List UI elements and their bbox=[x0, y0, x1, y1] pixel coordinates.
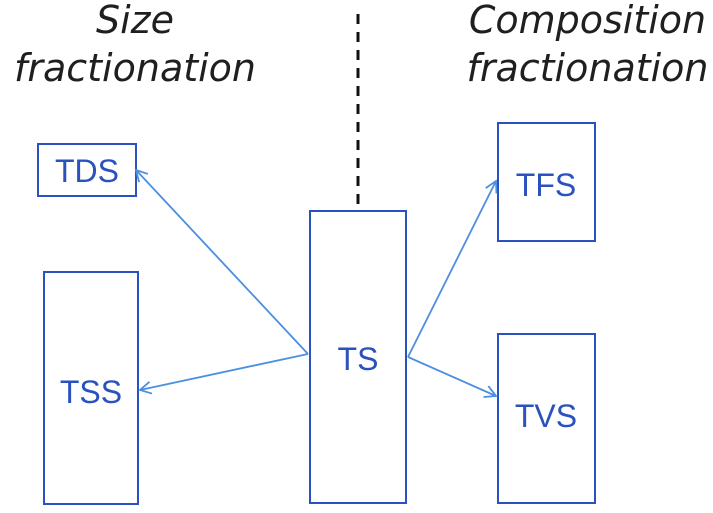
size-fractionation-heading: Size fractionation bbox=[0, 0, 270, 92]
label-tfs: TFS bbox=[516, 167, 576, 203]
size-heading-line1: Size bbox=[95, 0, 174, 42]
box-tss bbox=[43, 271, 139, 505]
label-tvs: TVS bbox=[515, 398, 577, 434]
composition-heading-line2: fractionation bbox=[466, 46, 709, 90]
box-tvs bbox=[497, 333, 596, 504]
arrow-ts-to-tvs bbox=[407, 356, 498, 398]
label-tds: TDS bbox=[55, 153, 119, 189]
arrow-ts-to-tss bbox=[138, 353, 309, 395]
box-ts bbox=[309, 210, 407, 504]
composition-fractionation-heading: Composition fractionation bbox=[462, 0, 713, 92]
box-tfs bbox=[497, 122, 596, 242]
size-heading-line2: fractionation bbox=[13, 46, 257, 90]
arrow-ts-to-tds bbox=[134, 168, 309, 355]
label-ts: TS bbox=[338, 341, 379, 377]
composition-heading-line1: Composition bbox=[468, 0, 707, 42]
arrow-ts-to-tfs bbox=[407, 179, 498, 358]
label-tss: TSS bbox=[60, 374, 122, 410]
